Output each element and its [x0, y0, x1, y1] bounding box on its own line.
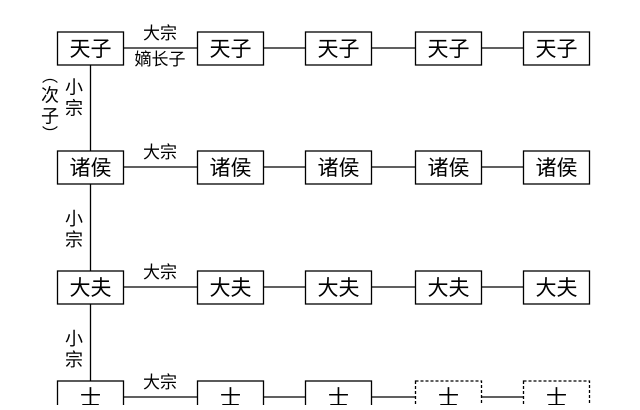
lineage-node: 大夫 [522, 270, 591, 305]
lineage-node: 士 [56, 380, 125, 410]
node-box [414, 150, 483, 185]
vertical-link-label-char: 小 [65, 78, 83, 99]
vertical-link-label-char: 小 [65, 329, 83, 350]
node-box [522, 270, 591, 305]
link-label-dazong: 大宗 [143, 143, 177, 163]
lineage-node: 士 [196, 380, 265, 410]
lineage-node: 天子 [414, 31, 483, 66]
lineage-node: 天子 [522, 31, 591, 66]
node-label: 士 [438, 386, 459, 405]
lineage-node: 天子 [304, 31, 373, 66]
node-label: 大夫 [428, 276, 470, 300]
node-label: 诸侯 [428, 156, 470, 180]
node-label: 诸侯 [210, 156, 252, 180]
vertical-link-paren-char: 次 [41, 86, 59, 107]
vertical-link-label-char: 小 [65, 209, 83, 230]
node-box [522, 150, 591, 185]
label-background [63, 229, 85, 252]
lineage-node: 士 [522, 380, 591, 410]
node-box [414, 270, 483, 305]
node-box [56, 31, 125, 66]
vertical-link-label-char: 宗 [65, 99, 83, 120]
node-label: 大夫 [70, 276, 112, 300]
node-label: 士 [328, 386, 349, 405]
node-label: 大夫 [318, 276, 360, 300]
node-box [414, 31, 483, 66]
node-label: 天子 [70, 37, 112, 61]
paren-open: ︵ [42, 67, 58, 86]
node-label: 天子 [318, 37, 360, 61]
node-box [304, 270, 373, 305]
node-label: 士 [220, 386, 241, 405]
node-label: 诸侯 [318, 156, 360, 180]
lineage-node: 大夫 [196, 270, 265, 305]
node-box [196, 270, 265, 305]
paren-close: ︶ [42, 125, 58, 144]
label-background [63, 98, 85, 120]
vertical-link-label-char: 宗 [65, 230, 83, 251]
node-label: 大夫 [210, 276, 252, 300]
lineage-node: 天子 [56, 31, 125, 66]
lineage-node: 大夫 [414, 270, 483, 305]
link-label-dazong: 大宗 [143, 263, 177, 283]
node-label: 诸侯 [70, 156, 112, 180]
node-label: 天子 [428, 37, 470, 61]
node-box [522, 31, 591, 66]
node-box [196, 150, 265, 185]
label-background [63, 349, 85, 372]
vertical-link-label-char: 宗 [65, 350, 83, 371]
lineage-node: 大夫 [56, 270, 125, 305]
node-label: 士 [80, 386, 101, 405]
lineage-node: 天子 [196, 31, 265, 66]
node-label: 诸侯 [536, 156, 578, 180]
node-box [304, 31, 373, 66]
node-label: 大夫 [536, 276, 578, 300]
link-label-dizhangzi: 嫡长子 [135, 50, 186, 70]
node-label: 士 [546, 386, 567, 405]
lineage-node: 士 [304, 380, 373, 410]
label-background [63, 77, 85, 99]
lineage-node: 士 [414, 380, 483, 410]
node-box [304, 150, 373, 185]
lineage-node: 诸侯 [304, 150, 373, 185]
lineage-node: 诸侯 [522, 150, 591, 185]
lineage-node: 大夫 [304, 270, 373, 305]
node-box [196, 31, 265, 66]
label-background [63, 328, 85, 351]
vertical-link-paren-char: 子 [41, 107, 59, 128]
label-background [63, 208, 85, 231]
link-label-dazong: 大宗 [143, 24, 177, 44]
lineage-node: 诸侯 [414, 150, 483, 185]
link-label-dazong: 大宗 [143, 373, 177, 393]
lineage-node: 诸侯 [196, 150, 265, 185]
node-box [56, 150, 125, 185]
node-label: 天子 [536, 37, 578, 61]
node-label: 天子 [210, 37, 252, 61]
lineage-node: 诸侯 [56, 150, 125, 185]
